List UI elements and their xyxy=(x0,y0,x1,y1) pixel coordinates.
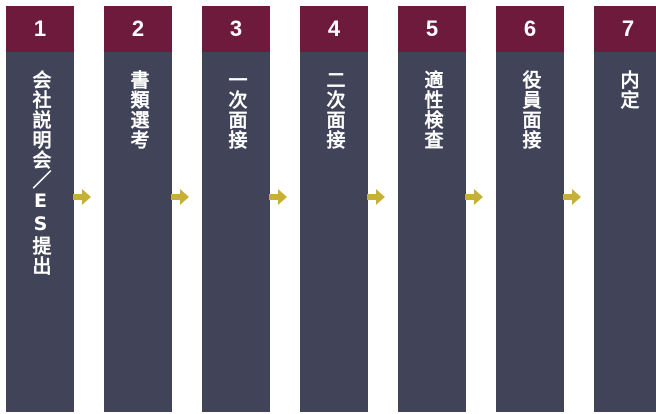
step-number: 2 xyxy=(104,6,172,52)
step-label: 一次面接 xyxy=(225,70,248,150)
step-body: 内定 xyxy=(594,52,656,412)
step-3: 3 一次面接 xyxy=(202,6,270,412)
step-body: 適性検査 xyxy=(398,52,466,412)
step-label: 二次面接 xyxy=(323,70,346,150)
step-body: 役員面接 xyxy=(496,52,564,412)
step-label: 内定 xyxy=(617,70,640,110)
step-number: 3 xyxy=(202,6,270,52)
step-label: 会社説明会／ES提出 xyxy=(29,70,52,276)
step-number: 6 xyxy=(496,6,564,52)
step-body: 書類選考 xyxy=(104,52,172,412)
step-body: 二次面接 xyxy=(300,52,368,412)
arrow-right-icon xyxy=(73,189,91,205)
step-number: 5 xyxy=(398,6,466,52)
arrow-right-icon xyxy=(465,189,483,205)
step-body: 一次面接 xyxy=(202,52,270,412)
step-5: 5 適性検査 xyxy=(398,6,466,412)
step-6: 6 役員面接 xyxy=(496,6,564,412)
arrow-right-icon xyxy=(367,189,385,205)
step-number: 7 xyxy=(594,6,656,52)
step-number: 4 xyxy=(300,6,368,52)
step-number: 1 xyxy=(6,6,74,52)
step-1: 1 会社説明会／ES提出 xyxy=(6,6,74,412)
arrow-right-icon xyxy=(563,189,581,205)
step-label: 適性検査 xyxy=(421,70,444,150)
step-label: 書類選考 xyxy=(127,70,150,150)
step-7: 7 内定 xyxy=(594,6,656,412)
step-2: 2 書類選考 xyxy=(104,6,172,412)
step-body: 会社説明会／ES提出 xyxy=(6,52,74,412)
step-label: 役員面接 xyxy=(519,70,542,150)
arrow-right-icon xyxy=(171,189,189,205)
arrow-right-icon xyxy=(269,189,287,205)
step-4: 4 二次面接 xyxy=(300,6,368,412)
